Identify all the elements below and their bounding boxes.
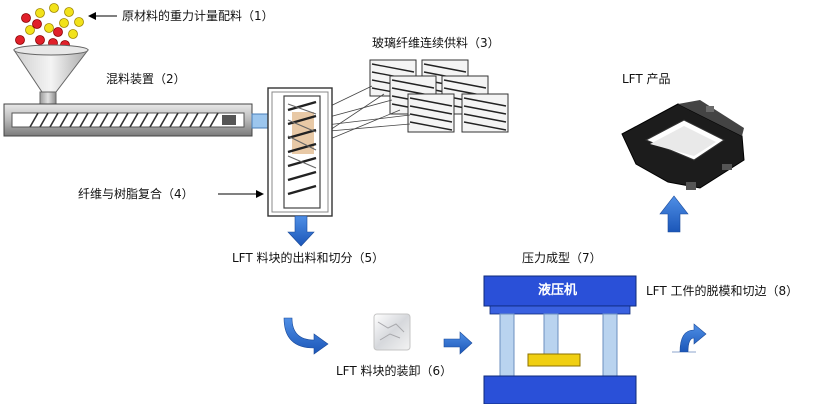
label-step1: 原材料的重力计量配料（1） [122,9,274,23]
label-step7: 压力成型（7） [522,251,602,265]
hydraulic-press [483,275,637,404]
hopper [13,44,90,107]
label-step6: LFT 料块的装卸（6） [336,364,453,378]
spool [461,93,509,133]
spool [407,93,455,133]
label-step4: 纤维与树脂复合（4） [78,187,194,201]
label-step8: LFT 工件的脱模和切边（8） [646,284,799,298]
pointer-arrow-step4 [218,190,264,198]
output-arrow-down [287,215,315,247]
press-label: 液压机 [538,283,578,298]
raw-material-pellets [15,3,84,50]
pointer-arrow-step1 [88,12,117,20]
curved-arrow-left [283,317,329,355]
lft-charge-block [373,313,411,351]
label-step5: LFT 料块的出料和切分（5） [232,251,385,265]
lft-product [621,100,745,190]
label-product: LFT 产品 [622,72,671,86]
curved-arrow-right [672,323,707,353]
extruder-barrel [3,103,273,137]
arrow-into-press [443,331,473,355]
arrow-up-to-product [659,195,689,233]
compounder [267,87,333,217]
label-step2: 混料装置（2） [106,72,186,86]
glass-fiber-spools [369,59,509,133]
label-step3: 玻璃纤维连续供料（3） [372,36,500,50]
